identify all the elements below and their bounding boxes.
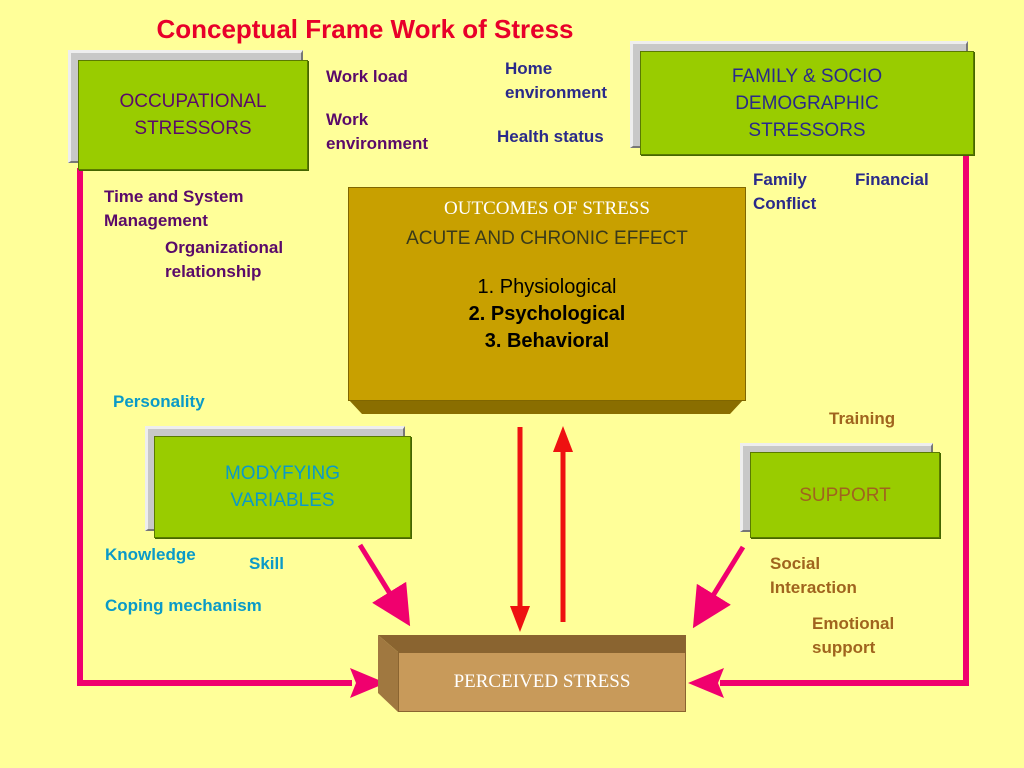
left-frame-arrowhead (350, 668, 386, 698)
outcomes-of-stress-box: OUTCOMES OF STRESS ACUTE AND CHRONIC EFF… (348, 187, 746, 401)
perceived-box-bevel-side (378, 635, 398, 712)
factor-health-status: Health status (497, 127, 604, 146)
support-label: SUPPORT (799, 484, 891, 506)
factor-social-interaction: Social Interaction (770, 554, 857, 597)
outcome-item-psychological: 2. Psychological (468, 303, 626, 325)
right-frame-arrowhead (688, 668, 724, 698)
factor-personality: Personality (113, 392, 205, 411)
left-frame-connector (77, 168, 352, 686)
perceived-box-bevel-top (378, 635, 686, 652)
support-to-perceived-arrow (692, 545, 746, 629)
modifying-variables-label: MODYFYING VARIABLES (224, 463, 341, 511)
outcome-item-behavioral: 3. Behavioral (484, 330, 610, 352)
factor-work-load: Work load (326, 67, 408, 86)
modifying-to-perceived-arrow (357, 543, 411, 627)
family-socio-demographic-label: FAMILY & SOCIO DEMOGRAPHIC STRESSORS (731, 65, 883, 141)
factor-skill: Skill (249, 554, 284, 573)
occupational-stressors-box: OCCUPATIONAL STRESSORS (78, 60, 308, 170)
outcome-box-bevel (348, 399, 744, 414)
factor-work-environment: Work environment (326, 110, 429, 153)
outcomes-subheading: ACUTE AND CHRONIC EFFECT (406, 228, 688, 249)
occupational-stressors-label: OCCUPATIONAL STRESSORS (119, 91, 267, 139)
factor-coping-mechanism: Coping mechanism (105, 596, 262, 615)
outcomes-heading: OUTCOMES OF STRESS (444, 198, 650, 219)
perceived-stress-box: PERCEIVED STRESS (398, 652, 686, 712)
diagram-title: Conceptual Frame Work of Stress (156, 14, 574, 44)
right-frame-connector (720, 153, 969, 686)
perceived-stress-label: PERCEIVED STRESS (453, 671, 631, 692)
family-socio-demographic-box: FAMILY & SOCIO DEMOGRAPHIC STRESSORS (640, 51, 974, 155)
factor-home-environment: Home environment (505, 59, 608, 102)
factor-training: Training (829, 409, 896, 428)
factor-organizational-relationship: Organizational relationship (165, 238, 284, 281)
factor-emotional-support: Emotional support (812, 614, 895, 657)
factor-knowledge: Knowledge (105, 545, 196, 564)
outcome-down-arrowhead (510, 606, 530, 632)
outcome-item-physiological: 1. Physiological (477, 276, 617, 298)
factor-family-conflict: Family Conflict (753, 170, 817, 213)
perceived-up-arrowhead (553, 426, 573, 452)
factor-time-system-management: Time and System Management (104, 187, 244, 230)
support-box: SUPPORT (750, 452, 940, 538)
factor-financial: Financial (855, 170, 929, 189)
modifying-variables-box: MODYFYING VARIABLES (154, 436, 411, 538)
